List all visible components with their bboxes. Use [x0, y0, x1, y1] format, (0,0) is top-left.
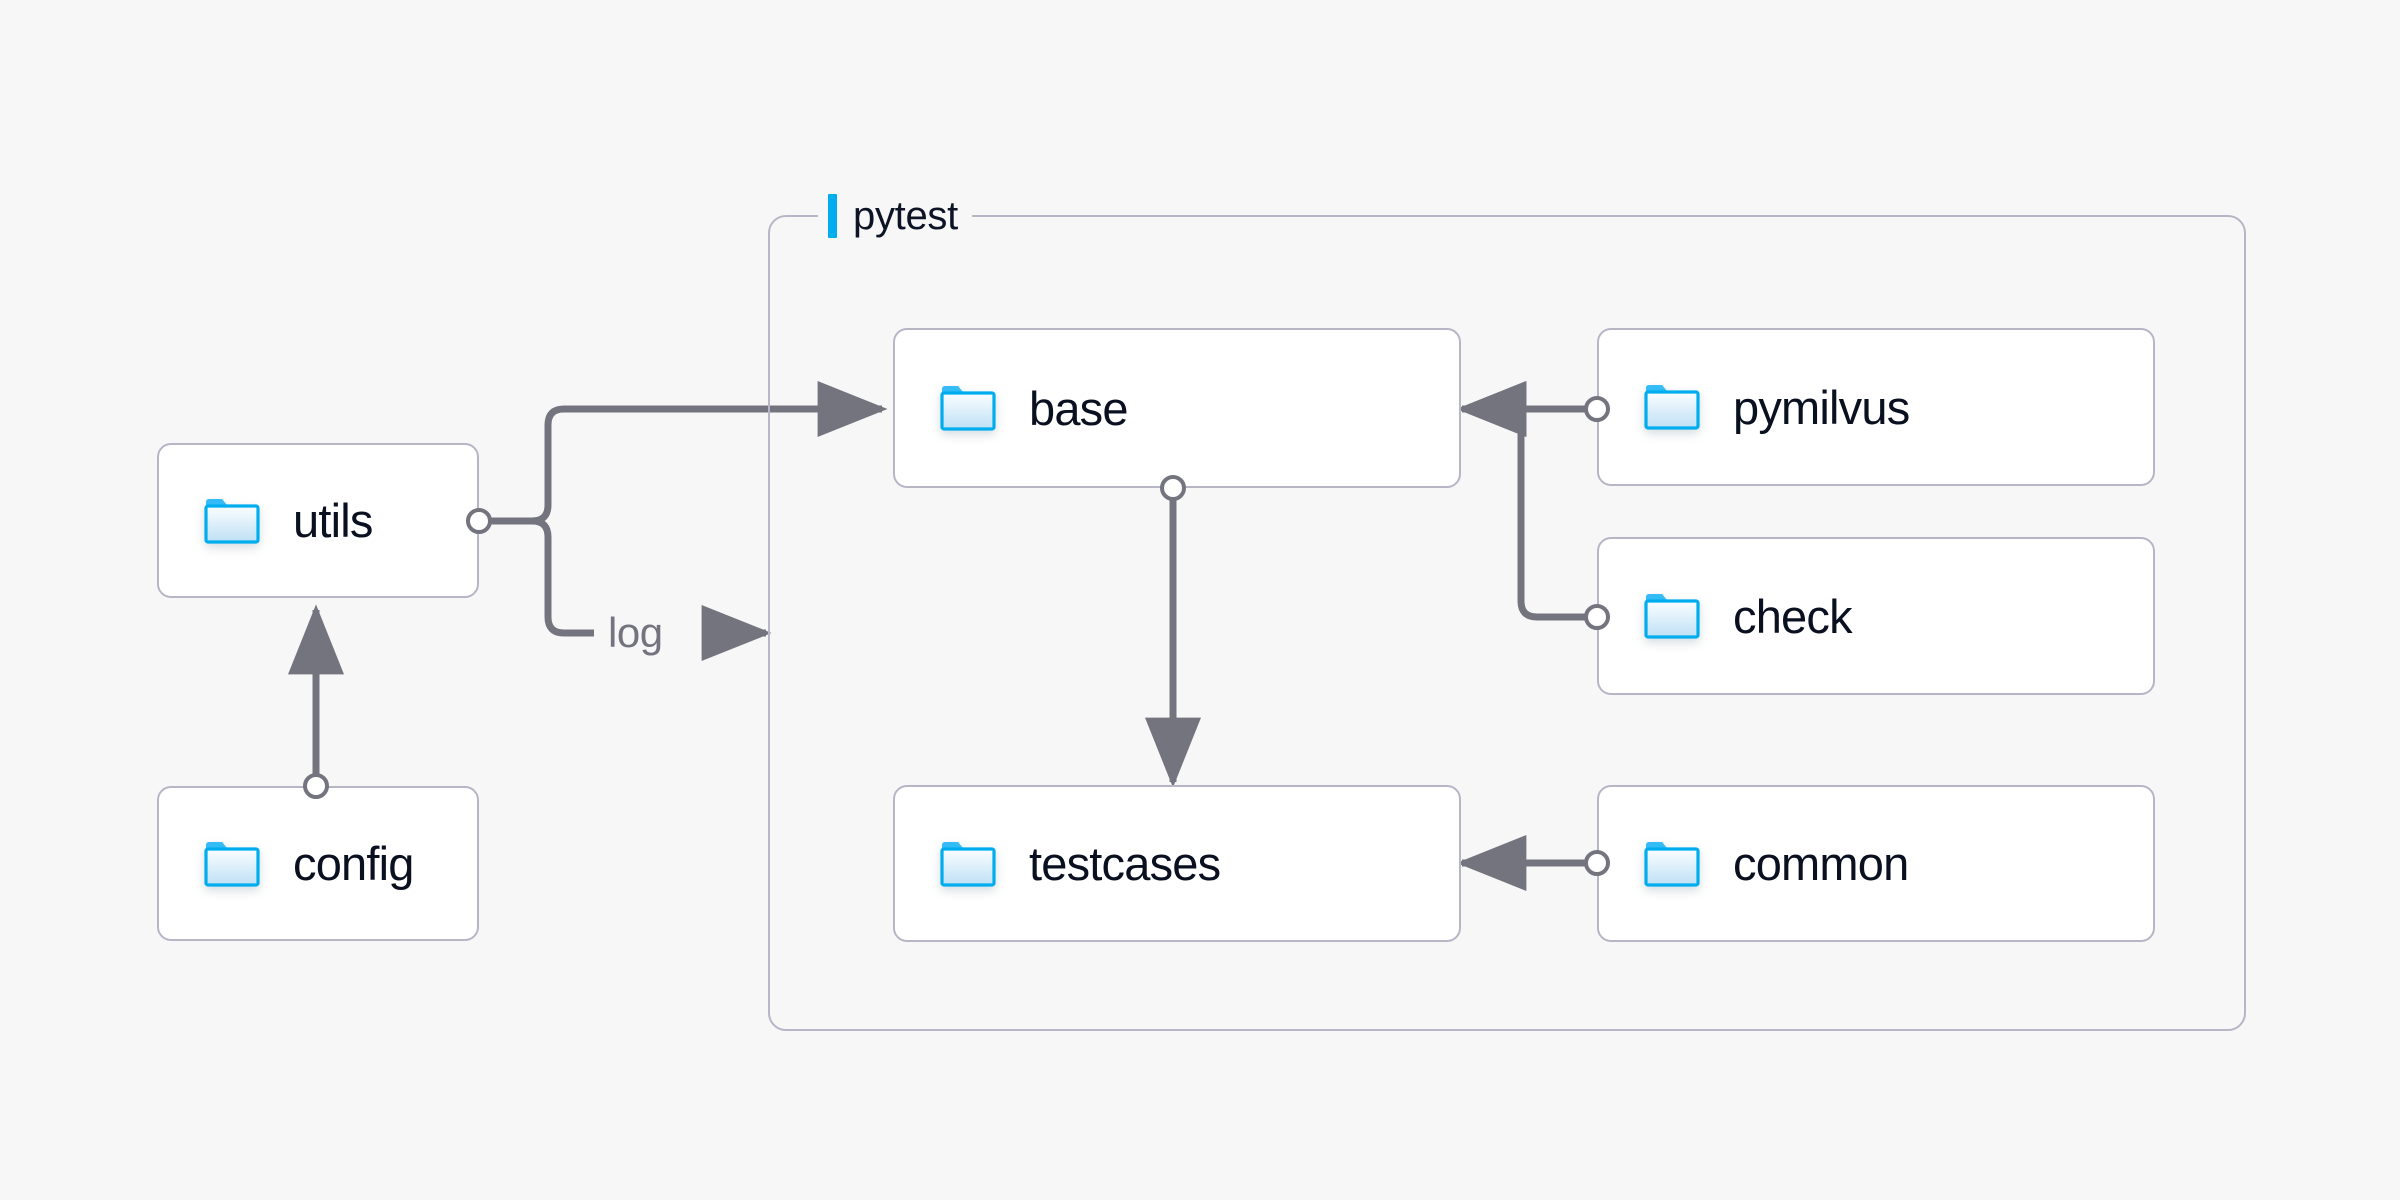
group-pytest-label: pytest: [818, 188, 972, 244]
node-common-label: common: [1733, 837, 1909, 890]
group-pytest-label-text: pytest: [853, 193, 958, 238]
folder-icon: [939, 384, 997, 432]
edge-utils-to-log: [531, 517, 594, 637]
node-testcases[interactable]: testcases: [893, 785, 1461, 942]
folder-icon: [1643, 840, 1701, 888]
folder-icon: [203, 497, 261, 545]
node-utils[interactable]: utils: [157, 443, 479, 598]
folder-icon: [1643, 383, 1701, 431]
node-pymilvus[interactable]: pymilvus: [1597, 328, 2155, 486]
node-base-label: base: [1029, 381, 1129, 435]
connector-base-bottom[interactable]: [1160, 475, 1186, 501]
node-base[interactable]: base: [893, 328, 1461, 488]
connector-common-left[interactable]: [1584, 850, 1610, 876]
folder-icon: [939, 840, 997, 888]
folder-icon: [1643, 592, 1701, 640]
node-pymilvus-label: pymilvus: [1733, 380, 1910, 434]
connector-check-left[interactable]: [1584, 604, 1610, 630]
node-config-label: config: [293, 837, 414, 890]
folder-icon: [203, 840, 261, 888]
node-check-label: check: [1733, 589, 1853, 643]
edge-label-log: log: [608, 609, 663, 656]
node-utils-label: utils: [293, 494, 373, 547]
group-pytest[interactable]: [768, 215, 2246, 1031]
connector-utils-right[interactable]: [466, 508, 492, 534]
node-config[interactable]: config: [157, 786, 479, 941]
accent-bar-icon: [828, 194, 837, 238]
node-check[interactable]: check: [1597, 537, 2155, 695]
connector-pymilvus-left[interactable]: [1584, 396, 1610, 422]
node-common[interactable]: common: [1597, 785, 2155, 942]
node-testcases-label: testcases: [1029, 837, 1221, 890]
connector-config-top[interactable]: [303, 773, 329, 799]
